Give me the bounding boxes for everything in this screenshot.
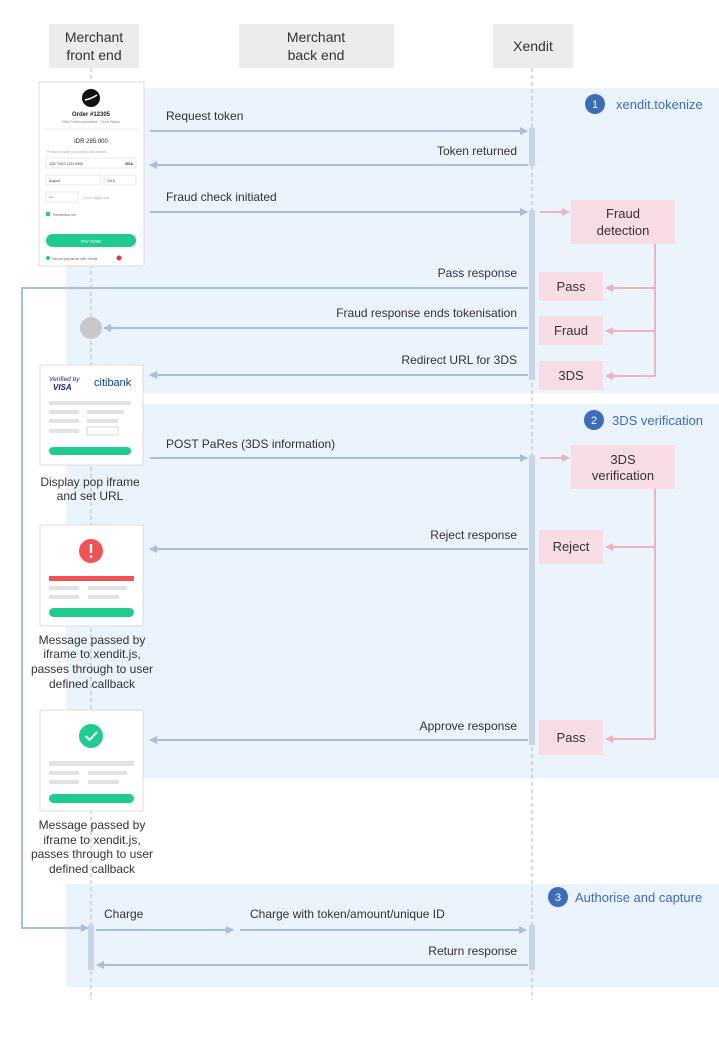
checkout-cvv-hint: 3 or 4 digits code [83,196,110,200]
caption-approve-line2: iframe to xendit.js, [43,833,140,847]
box-pass-label: Pass [557,279,586,294]
pass-to-charge-connector [21,287,528,932]
box-fraud-detection-line2: detection [597,223,650,238]
box-3ds-label: 3DS [558,368,584,383]
checkout-card-number: 4257 5010 1234 5555 [49,162,83,166]
activation-xendit-4 [529,925,535,970]
label-reject-response: Reject response [430,528,517,542]
caption-reject-line3: passes through to user [31,662,153,676]
box-3ds-verification-line1: 3DS [610,452,636,467]
label-approve-response: Approve response [420,719,518,733]
section-1-title: xendit.tokenize [616,97,703,112]
activation-xendit-1 [529,128,535,166]
label-charge-with: Charge with token/amount/unique ID [250,907,445,921]
lane-header-xendit: Xendit [493,24,573,68]
section-3-badge: 3 Authorise and capture [548,887,702,907]
box-pass: Pass [539,272,603,301]
caption-reject-line4: defined callback [49,677,136,691]
checkout-amount: IDR 285.000 [74,139,108,145]
box-fraud-detection: Fraud detection [571,200,675,244]
checkout-month: August [49,179,60,183]
label-charge: Charge [104,907,144,921]
section-3-number: 3 [555,892,561,904]
caption-display-iframe-line2: and set URL [57,489,124,503]
box-3ds: 3DS [539,361,603,390]
section-1-number: 1 [592,99,598,111]
label-token-returned: Token returned [437,144,517,158]
lane-xendit: Xendit [513,38,553,54]
threeds-visa: VISA [53,383,72,392]
caption-display-iframe-line1: Display pop iframe [40,475,140,489]
approve-card [39,709,144,812]
xendit-logo-icon [116,255,122,261]
box-3ds-verification: 3DS verification [571,445,675,489]
activation-xendit-2 [529,210,535,380]
tokenisation-end-dot [80,317,102,339]
lane-merchant-back-line1: Merchant [287,29,345,45]
caption-reject-line1: Message passed by [39,633,146,647]
threeds-bank: citibank [94,377,132,389]
threeds-verified-by: Verified by [49,376,80,383]
label-request-token: Request token [166,109,243,123]
lane-header-merchant-front: Merchant front end [49,24,139,68]
lane-header-merchant-back: Merchant back end [239,24,394,68]
box-pass2-label: Pass [557,730,586,745]
lane-merchant-front-line1: Merchant [65,29,123,45]
section-1-badge: 1 xendit.tokenize [585,94,703,114]
remember-checkbox [46,212,50,216]
reject-card [39,524,144,627]
checkout-secure: Secure payments with Xendit [52,257,97,261]
label-post-pares: POST PaRes (3DS information) [166,437,335,451]
section-3-title: Authorise and capture [575,890,702,905]
caption-reject-line2: iframe to xendit.js, [43,647,140,661]
box-fraud: Fraud [539,316,603,345]
checkout-cvv: *** [49,196,54,200]
section-2-number: 2 [591,415,597,427]
label-fraud-ends: Fraud response ends tokenisation [336,306,517,320]
box-fraud-detection-line1: Fraud [606,206,640,221]
checkout-order: Order #12305 [72,112,111,118]
checkout-pay-label: PAY NOW [81,239,102,244]
box-fraud-label: Fraud [554,323,588,338]
activation-front-4 [88,925,94,970]
box-3ds-verification-line2: verification [592,468,654,483]
label-pass-response: Pass response [438,266,518,280]
caption-approve-line4: defined callback [49,862,136,876]
box-reject-label: Reject [553,539,590,554]
caption-approve-line1: Message passed by [39,818,146,832]
pay-now-button [46,234,136,247]
checkout-remember: Remember me [53,213,76,217]
threeds-card: Verified by VISA citibank [39,364,144,466]
label-redirect-3ds: Redirect URL for 3DS [401,353,517,367]
caption-approve-line3: passes through to user [31,847,153,861]
label-fraud-check: Fraud check initiated [166,190,277,204]
section-authorise-bg [66,884,719,987]
checkout-year: 2019 [107,179,115,183]
section-2-badge: 2 3DS verification [584,410,703,430]
checkout-form-card: Order #12305 Nike Internationalist - Tec… [38,81,145,267]
box-pass2: Pass [539,720,603,755]
checkout-card-brand: VISA [125,162,134,166]
lane-merchant-back-line2: back end [288,47,345,63]
label-return-response: Return response [428,944,517,958]
checkout-hint: Please provide your credit card details [47,150,107,154]
box-reject: Reject [539,530,603,564]
activation-xendit-3 [529,455,535,745]
lane-merchant-front-line2: front end [66,47,121,63]
checkout-subtitle: Nike Internationalist - Tech Black [62,119,120,124]
success-check-icon [79,724,103,748]
section-2-title: 3DS verification [612,413,703,428]
